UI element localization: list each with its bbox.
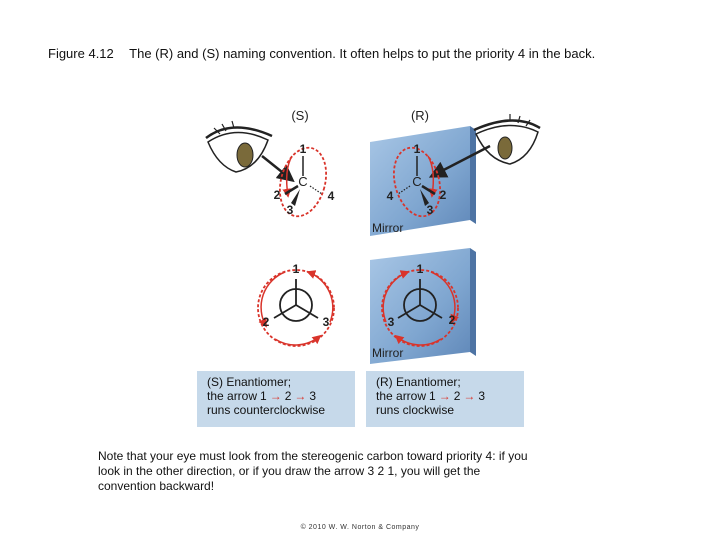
s-box-title: (S) Enantiomer; bbox=[207, 375, 292, 389]
r-label: (R) bbox=[411, 108, 429, 123]
proj-r-priority-3: 3 bbox=[388, 315, 395, 329]
mirror-label-bottom: Mirror bbox=[372, 346, 403, 360]
mirror-panel-top bbox=[370, 126, 470, 236]
r-carbon: C bbox=[412, 174, 421, 189]
proj-s-priority-1: 1 bbox=[293, 262, 300, 276]
figure-number: Figure 4.12 bbox=[48, 46, 114, 61]
proj-s-priority-2: 2 bbox=[263, 315, 270, 329]
s-carbon: C bbox=[298, 174, 307, 189]
s-box-arrow-line: the arrow 1 → 2 → 3 bbox=[207, 389, 317, 403]
s-priority-2: 2 bbox=[274, 188, 281, 202]
s-box-direction: runs counterclockwise bbox=[207, 403, 326, 417]
r-priority-4: 4 bbox=[387, 189, 394, 203]
r-box-arrow-line: the arrow 1 → 2 → 3 bbox=[376, 389, 486, 403]
s-enantiomer-box: (S) Enantiomer; the arrow 1 → 2 → 3 runs… bbox=[197, 371, 355, 427]
r-enantiomer-box: (R) Enantiomer; the arrow 1 → 2 → 3 runs… bbox=[366, 371, 524, 427]
projection-circle-r bbox=[381, 269, 459, 347]
projection-circle-s bbox=[257, 269, 335, 347]
figure-caption: Figure 4.12 The (R) and (S) naming conve… bbox=[48, 46, 595, 61]
rotation-circle-r bbox=[392, 146, 442, 218]
r-box-direction: runs clockwise bbox=[376, 403, 455, 417]
s-priority-1: 1 bbox=[300, 142, 307, 156]
eye-icon bbox=[205, 120, 273, 173]
red-arrow-icon: → bbox=[463, 389, 476, 403]
r-priority-3: 3 bbox=[427, 203, 434, 217]
copyright: © 2010 W. W. Norton & Company bbox=[300, 524, 420, 531]
s-priority-4: 4 bbox=[328, 189, 335, 203]
red-arrow-icon: → bbox=[294, 389, 307, 403]
red-arrow-icon: → bbox=[269, 389, 282, 403]
mirror-label-top: Mirror bbox=[372, 221, 403, 235]
r-box-title: (R) Enantiomer; bbox=[376, 375, 461, 389]
eye-icon bbox=[473, 114, 541, 165]
proj-s-priority-3: 3 bbox=[323, 315, 330, 329]
sight-arrow-mirror bbox=[428, 144, 491, 178]
r-priority-1: 1 bbox=[414, 142, 421, 156]
red-arrow-icon: → bbox=[438, 389, 451, 403]
rotation-circle-s bbox=[278, 146, 328, 218]
s-priority-3: 3 bbox=[287, 203, 294, 217]
note-text: Note that your eye must look from the st… bbox=[98, 449, 528, 493]
figure-caption-text: The (R) and (S) naming convention. It of… bbox=[129, 46, 596, 61]
s-label: (S) bbox=[291, 108, 308, 123]
proj-r-priority-1: 1 bbox=[417, 262, 424, 276]
proj-r-priority-2: 2 bbox=[449, 313, 456, 327]
r-priority-2: 2 bbox=[440, 188, 447, 202]
